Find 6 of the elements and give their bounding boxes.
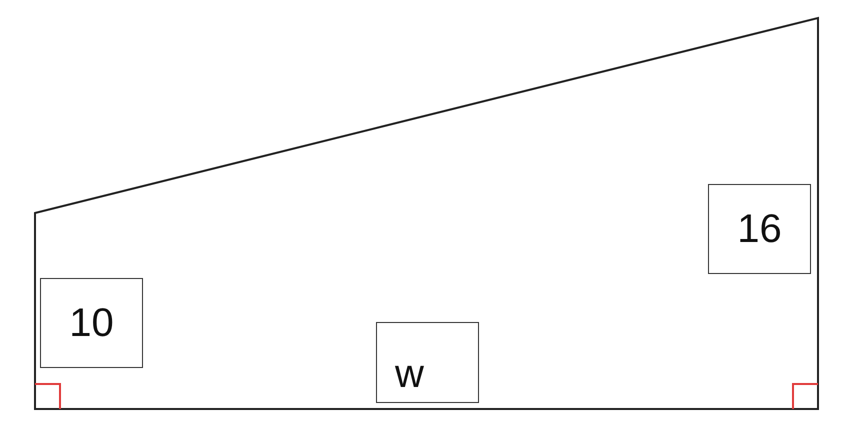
label-box — [708, 184, 811, 274]
measurement-label: 10 — [69, 303, 114, 343]
label-box — [376, 322, 479, 403]
measurement-label: w — [395, 354, 424, 394]
label-box — [40, 278, 143, 368]
measurement-label: 16 — [737, 209, 782, 249]
